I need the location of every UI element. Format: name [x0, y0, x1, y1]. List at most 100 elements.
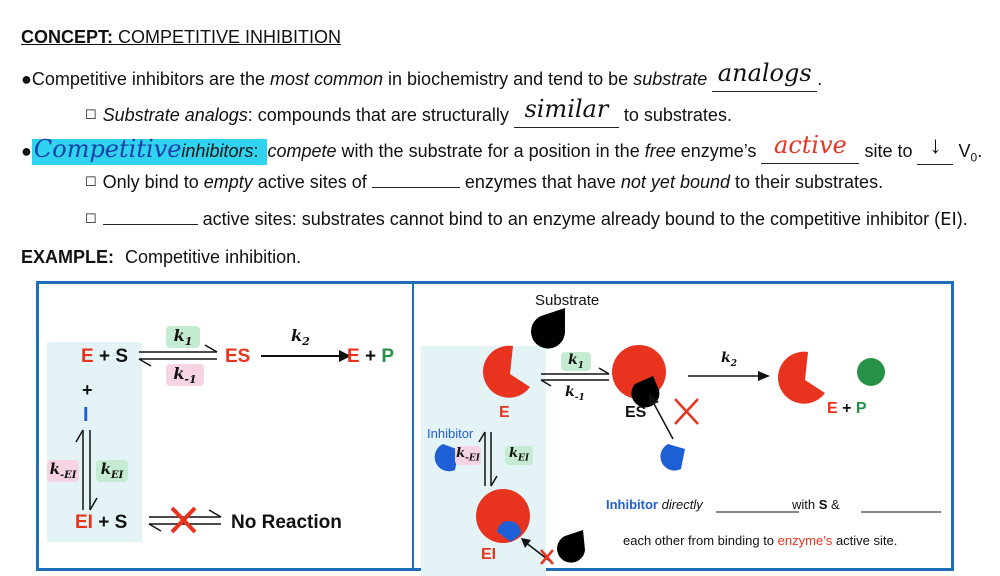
example-label: EXAMPLE:	[21, 247, 115, 267]
left-diagram-panel: E + S k1 k-1 ES k2 E + P + I k-EI kEI EI…	[36, 281, 414, 571]
sub-2-text-3: enzymes that have	[459, 172, 621, 192]
left-k2-label: k2	[291, 326, 310, 348]
substrate-blocked-shape	[557, 530, 585, 563]
right-k2-label: k2	[721, 350, 737, 369]
left-plus-S: + S	[93, 346, 129, 367]
left-e-plus-p: E + P	[347, 346, 394, 368]
red-x-icon	[674, 398, 699, 425]
bullet-1-period: .	[817, 69, 823, 89]
km1-sub: -1	[574, 392, 585, 403]
shaded-region	[47, 342, 142, 542]
note-with: with	[788, 497, 819, 512]
note-enzymes: enzyme’s	[777, 533, 833, 548]
right-EI-label: EI	[481, 546, 497, 563]
bullet-dot: ●	[21, 69, 32, 89]
left-inhibitor-I: I	[83, 404, 89, 426]
kmEI-label: k	[49, 460, 60, 478]
note-each-other: each other from binding to	[623, 533, 778, 548]
checkbox-icon: ☐	[85, 107, 97, 122]
kmEI-sub: -EI	[465, 453, 480, 464]
kEI-label: k	[100, 460, 112, 478]
k2-label: k	[721, 350, 731, 366]
sub-2-text-1: Only bind to	[102, 172, 204, 192]
sub-2-text-4: to their substrates.	[730, 172, 884, 192]
bullet-1-em-substrate: substrate	[633, 69, 708, 89]
note-amp: &	[827, 497, 840, 512]
no-reaction-label: No Reaction	[231, 512, 342, 533]
inhibitor-free-shape	[434, 444, 459, 472]
sub-2-em-empty: empty	[203, 172, 253, 192]
k1-label: k	[173, 326, 185, 345]
kEI-label: k	[508, 446, 518, 461]
k2-sub: 2	[302, 335, 310, 349]
sub-1-end: to substrates.	[618, 105, 732, 125]
v0-subscript: 0	[970, 150, 978, 165]
right-EP-plus: +	[837, 400, 856, 417]
kmEI-sub: -EI	[59, 470, 77, 481]
bullet-2-inhibitors: inhibitors	[181, 141, 254, 161]
sub-2-em-not-yet-bound: not yet bound	[620, 172, 730, 192]
concept-label: CONCEPT:	[21, 27, 114, 47]
sub-3-ei: EI	[940, 209, 957, 230]
highlight-competitive: Competitiveinhibitors:	[31, 135, 268, 165]
highlight-competitive-text: Competitive	[33, 135, 182, 163]
bullet-1-text-mid: in biochemistry and tend to be	[383, 69, 634, 89]
enzyme-product-shape	[777, 351, 825, 404]
sub-bullet-1: ☐ Substrate analogs: compounds that are s…	[85, 95, 732, 128]
bullet-2-text-1: with the substrate for a position in the	[336, 141, 645, 161]
sub-2-text-2: active sites of	[252, 172, 372, 192]
right-diagram-panel: Substrate k1 k-1 k2 E ES E + P Inhibitor…	[412, 281, 954, 576]
bullet-1-em-most-common: most common	[270, 69, 384, 89]
sub-bullet-2: ☐ Only bind to empty active sites of enzy…	[85, 172, 883, 193]
right-EP-P: P	[855, 400, 867, 417]
right-kEI-pill: kEI	[505, 446, 533, 465]
left-e-plus-s: E + S	[81, 346, 128, 368]
right-EP-E: E	[827, 400, 838, 417]
enzyme-E-shape	[482, 345, 530, 398]
k1-sub: 1	[184, 335, 193, 349]
left-ES: ES	[225, 346, 251, 367]
red-x-icon	[170, 506, 197, 534]
k2-sub: 2	[730, 358, 737, 369]
left-P: P	[381, 346, 395, 367]
substrate-shape	[531, 308, 565, 349]
answer-analogs: analogs	[712, 59, 818, 92]
sub-3-text-2: ).	[956, 209, 968, 229]
left-E: E	[81, 346, 94, 367]
left-EI-plus: + S	[92, 512, 128, 533]
example-text: Competitive inhibition.	[125, 247, 302, 267]
answer-active-text: active	[774, 131, 847, 159]
kEI-sub: EI	[111, 470, 124, 481]
left-EI-plus-S: EI + S	[75, 512, 127, 534]
left-plus: +	[359, 346, 382, 367]
substrate-label: Substrate	[535, 292, 600, 309]
bullet-2-em-free: free	[644, 141, 676, 161]
bullet-2-text-3: site to	[859, 141, 918, 161]
checkbox-icon: ☐	[85, 174, 97, 189]
checkbox-icon: ☐	[85, 211, 97, 226]
note-line-1: Inhibitor directly with S &	[606, 497, 840, 512]
v0-symbol: V	[958, 141, 971, 161]
km1-label: k	[565, 384, 575, 400]
bullet-2-period: .	[977, 141, 983, 161]
k1-label: k	[568, 352, 578, 368]
bullet-2-colon: :	[253, 141, 264, 161]
sub-3-text-1: active sites: substrates cannot bind to …	[197, 209, 941, 229]
left-EI: EI	[75, 512, 93, 533]
k2-label: k	[291, 326, 303, 345]
note-inhibitor: Inhibitor	[606, 497, 658, 512]
sub-1-em: Substrate analogs	[102, 105, 248, 125]
right-EP-label: E + P	[827, 400, 867, 418]
kEI-sub: EI	[517, 453, 530, 464]
example-heading: EXAMPLE: Competitive inhibition.	[21, 247, 301, 268]
blank-field	[371, 173, 460, 188]
km1-label: k	[173, 364, 185, 383]
answer-analogs-text: analogs	[717, 59, 812, 87]
bullet-1-text: Competitive inhibitors are the	[31, 69, 270, 89]
left-kEI-pill: kEI	[96, 460, 128, 482]
inhibitor-blue-shape	[660, 444, 685, 471]
concept-title: COMPETITIVE INHIBITION	[118, 27, 342, 47]
sub-1-text: : compounds that are structurally	[247, 105, 514, 125]
note-active-site: active site.	[832, 533, 898, 548]
answer-active: active	[761, 131, 860, 164]
